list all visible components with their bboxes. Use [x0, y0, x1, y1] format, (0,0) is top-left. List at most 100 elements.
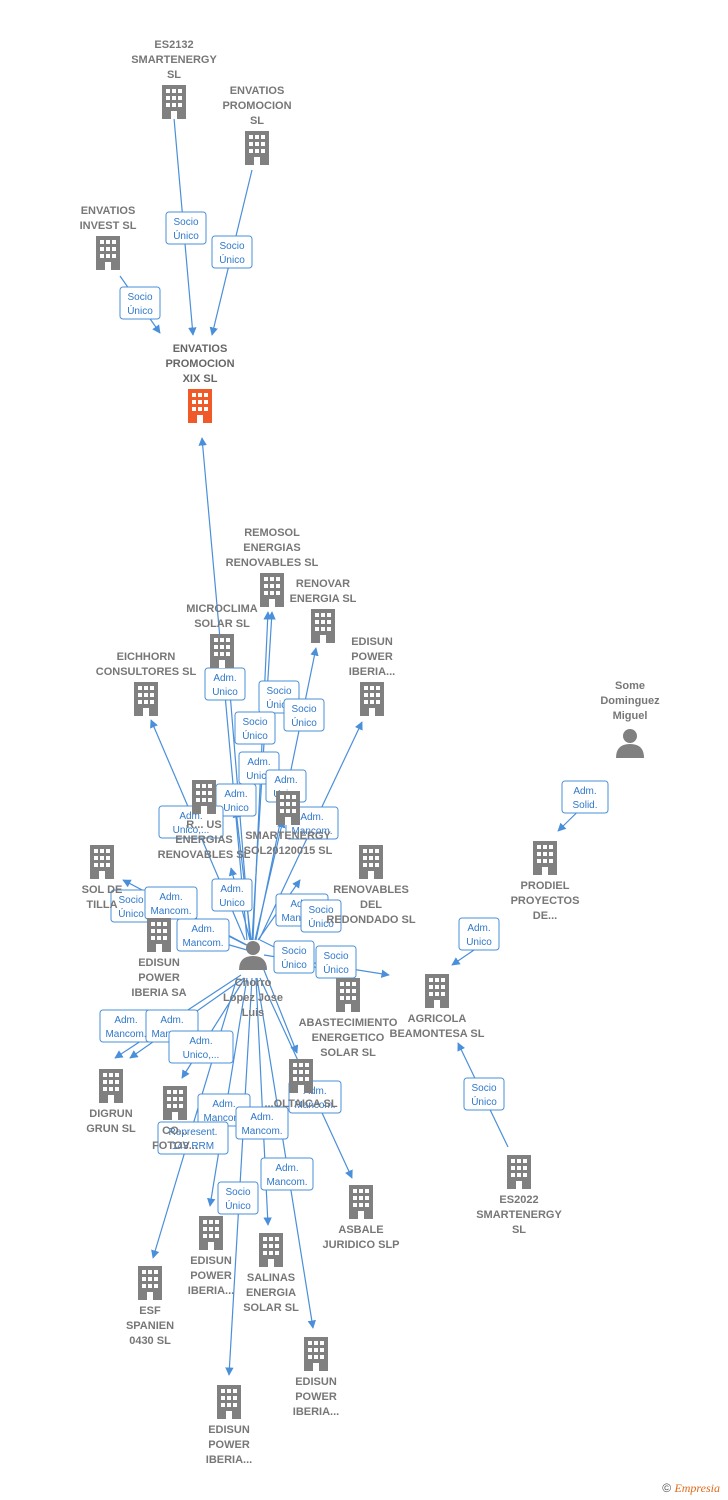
node-voltaica[interactable]: ...OLTAICA SL: [264, 1059, 338, 1110]
node-label[interactable]: RENOVABLES SL: [158, 849, 251, 861]
node-label[interactable]: ENERGIAS: [175, 834, 232, 846]
node-label[interactable]: POWER: [351, 651, 393, 663]
node-label[interactable]: EDISUN: [138, 957, 180, 969]
node-label[interactable]: ESF: [139, 1305, 161, 1317]
node-label[interactable]: CO...: [162, 1125, 188, 1137]
node-label[interactable]: XIX SL: [183, 373, 218, 385]
node-label[interactable]: Lopez Jose: [223, 992, 283, 1004]
building-icon[interactable]: [96, 236, 120, 270]
node-microclima[interactable]: MICROCLIMA SOLAR SL: [186, 603, 258, 668]
node-label[interactable]: AGRICOLA: [408, 1013, 467, 1025]
node-label[interactable]: PRODIEL: [521, 880, 570, 892]
node-label[interactable]: 0430 SL: [129, 1335, 171, 1347]
node-label[interactable]: SMARTENERGY: [476, 1209, 562, 1221]
building-icon[interactable]: [336, 978, 360, 1012]
node-label[interactable]: POWER: [208, 1439, 250, 1451]
relation-label[interactable]: Adm.Unico: [458, 917, 500, 951]
relation-label[interactable]: Adm.Mancom.: [176, 918, 230, 952]
building-icon[interactable]: [349, 1185, 373, 1219]
building-icon[interactable]: [259, 1233, 283, 1267]
building-icon[interactable]: [311, 609, 335, 643]
node-label[interactable]: ENERGETICO: [312, 1032, 385, 1044]
node-label[interactable]: POWER: [190, 1270, 232, 1282]
node-label[interactable]: SALINAS: [247, 1272, 295, 1284]
building-icon[interactable]: [359, 845, 383, 879]
building-icon[interactable]: [245, 131, 269, 165]
building-icon[interactable]: [90, 845, 114, 879]
node-label[interactable]: FOTOV...: [152, 1140, 198, 1152]
building-icon[interactable]: [533, 841, 557, 875]
building-icon[interactable]: [276, 791, 300, 825]
node-label[interactable]: ES2132: [154, 39, 193, 51]
node-label[interactable]: SOL DE: [82, 884, 123, 896]
node-label[interactable]: EDISUN: [295, 1376, 337, 1388]
node-label[interactable]: ENVATIOS: [230, 85, 285, 97]
relation-label[interactable]: Adm.Solid.: [561, 780, 609, 814]
node-label[interactable]: IBERIA...: [206, 1454, 252, 1466]
empresia-logo[interactable]: Empresia: [674, 1481, 720, 1495]
relation-label[interactable]: Adm.Mancom.: [260, 1157, 314, 1191]
node-label[interactable]: MICROCLIMA: [186, 603, 258, 615]
building-icon[interactable]: [289, 1059, 313, 1093]
node-label[interactable]: PROMOCION: [222, 100, 291, 112]
building-icon[interactable]: [360, 682, 384, 716]
node-label[interactable]: CONSULTORES SL: [96, 666, 197, 678]
node-envatios-promocion[interactable]: ENVATIOS PROMOCION SL: [222, 85, 292, 165]
node-edisun-right[interactable]: EDISUNPOWERIBERIA...: [293, 1337, 339, 1418]
building-icon[interactable]: [162, 85, 186, 119]
relation-label[interactable]: Adm.Unico: [204, 667, 246, 701]
node-label[interactable]: IBERIA...: [349, 666, 395, 678]
node-label[interactable]: ...OLTAICA SL: [264, 1098, 337, 1110]
building-icon[interactable]: [260, 573, 284, 607]
node-label[interactable]: SOLAR SL: [194, 618, 250, 630]
node-label[interactable]: PROMOCION: [165, 358, 234, 370]
node-label[interactable]: SOL20120015 SL: [244, 845, 333, 857]
node-label[interactable]: IBERIA...: [293, 1406, 339, 1418]
building-icon[interactable]: [507, 1155, 531, 1189]
node-edisun-mid[interactable]: EDISUN POWER IBERIA...: [188, 1216, 234, 1297]
node-label[interactable]: RENOVABLES: [333, 884, 409, 896]
node-label[interactable]: Chorro: [235, 977, 272, 989]
node-label[interactable]: EDISUN: [190, 1255, 232, 1267]
node-smartenergy2015[interactable]: SMARTENERGY SOL20120015 SL: [244, 791, 333, 857]
building-icon[interactable]: [425, 974, 449, 1008]
node-label[interactable]: ES2022: [499, 1194, 538, 1206]
relation-label[interactable]: Adm.Unico,...: [168, 1030, 234, 1064]
building-icon[interactable]: [147, 918, 171, 952]
building-icon[interactable]: [188, 389, 212, 423]
relation-label[interactable]: Represent.143 RRM: [157, 1121, 229, 1155]
node-edisun-bottom[interactable]: EDISUNPOWERIBERIA...: [206, 1385, 252, 1466]
building-icon[interactable]: [217, 1385, 241, 1419]
node-label[interactable]: SMARTENERGY: [131, 54, 217, 66]
building-icon[interactable]: [304, 1337, 328, 1371]
node-label[interactable]: SOLAR SL: [320, 1047, 376, 1059]
node-label[interactable]: ENERGIAS: [243, 542, 300, 554]
node-label[interactable]: SMARTENERGY: [245, 830, 331, 842]
node-label[interactable]: ABASTECIMIENTO: [299, 1017, 398, 1029]
node-label[interactable]: ASBALE: [338, 1224, 383, 1236]
relation-label[interactable]: Adm.Unico,...: [158, 805, 224, 839]
node-label[interactable]: PROYECTOS: [511, 895, 580, 907]
node-label[interactable]: INVEST SL: [80, 220, 137, 232]
node-label[interactable]: Dominguez: [600, 695, 660, 707]
node-label[interactable]: SL: [250, 115, 264, 127]
node-label[interactable]: IBERIA...: [188, 1285, 234, 1297]
person-icon[interactable]: [239, 941, 267, 970]
